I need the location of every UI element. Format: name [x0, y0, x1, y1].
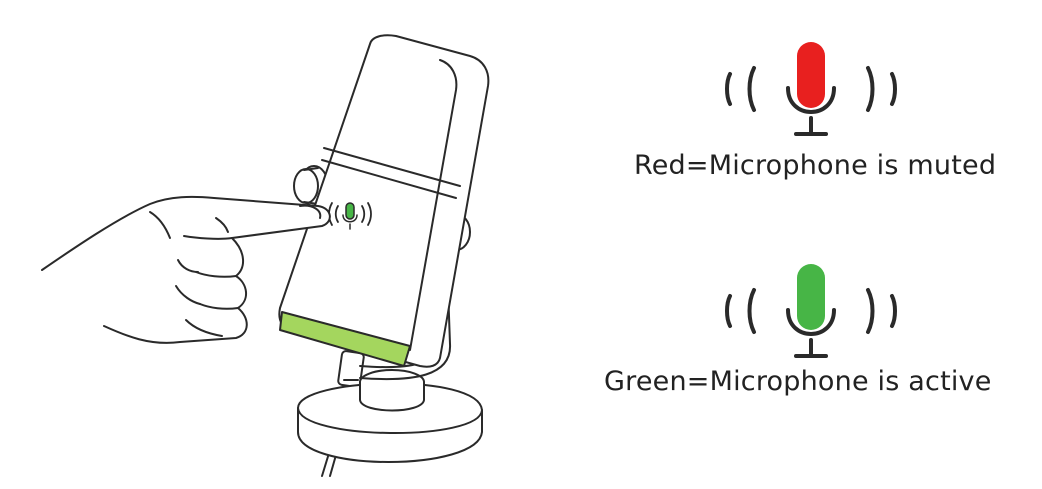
microphone-body	[278, 34, 490, 368]
mic-capsule	[797, 42, 825, 108]
sound-wave-left-inner	[747, 288, 756, 334]
sound-wave-left-outer	[725, 294, 732, 328]
legend-muted: Red=Microphone is muted	[600, 30, 1020, 190]
stand-base	[297, 369, 483, 463]
mic-capsule	[797, 264, 825, 330]
legend-caption-muted: Red=Microphone is muted	[634, 150, 997, 181]
sound-wave-right-inner	[866, 66, 875, 112]
legend-caption-active: Green=Microphone is active	[604, 366, 992, 397]
microphone-icon	[725, 264, 897, 358]
sound-wave-left-inner	[747, 66, 756, 112]
mic-cradle	[786, 86, 836, 114]
sound-wave-left-outer	[725, 72, 732, 106]
hand-pressing-button	[41, 195, 331, 344]
microphone-icon	[725, 42, 897, 136]
sound-wave-right-outer	[890, 72, 897, 106]
legend-active: Green=Microphone is active	[600, 252, 1020, 412]
mute-button-icon	[328, 202, 372, 230]
mic-cradle	[786, 308, 836, 336]
microphone-illustration	[41, 34, 490, 477]
sound-wave-right-inner	[866, 288, 875, 334]
sound-wave-right-outer	[890, 294, 897, 328]
